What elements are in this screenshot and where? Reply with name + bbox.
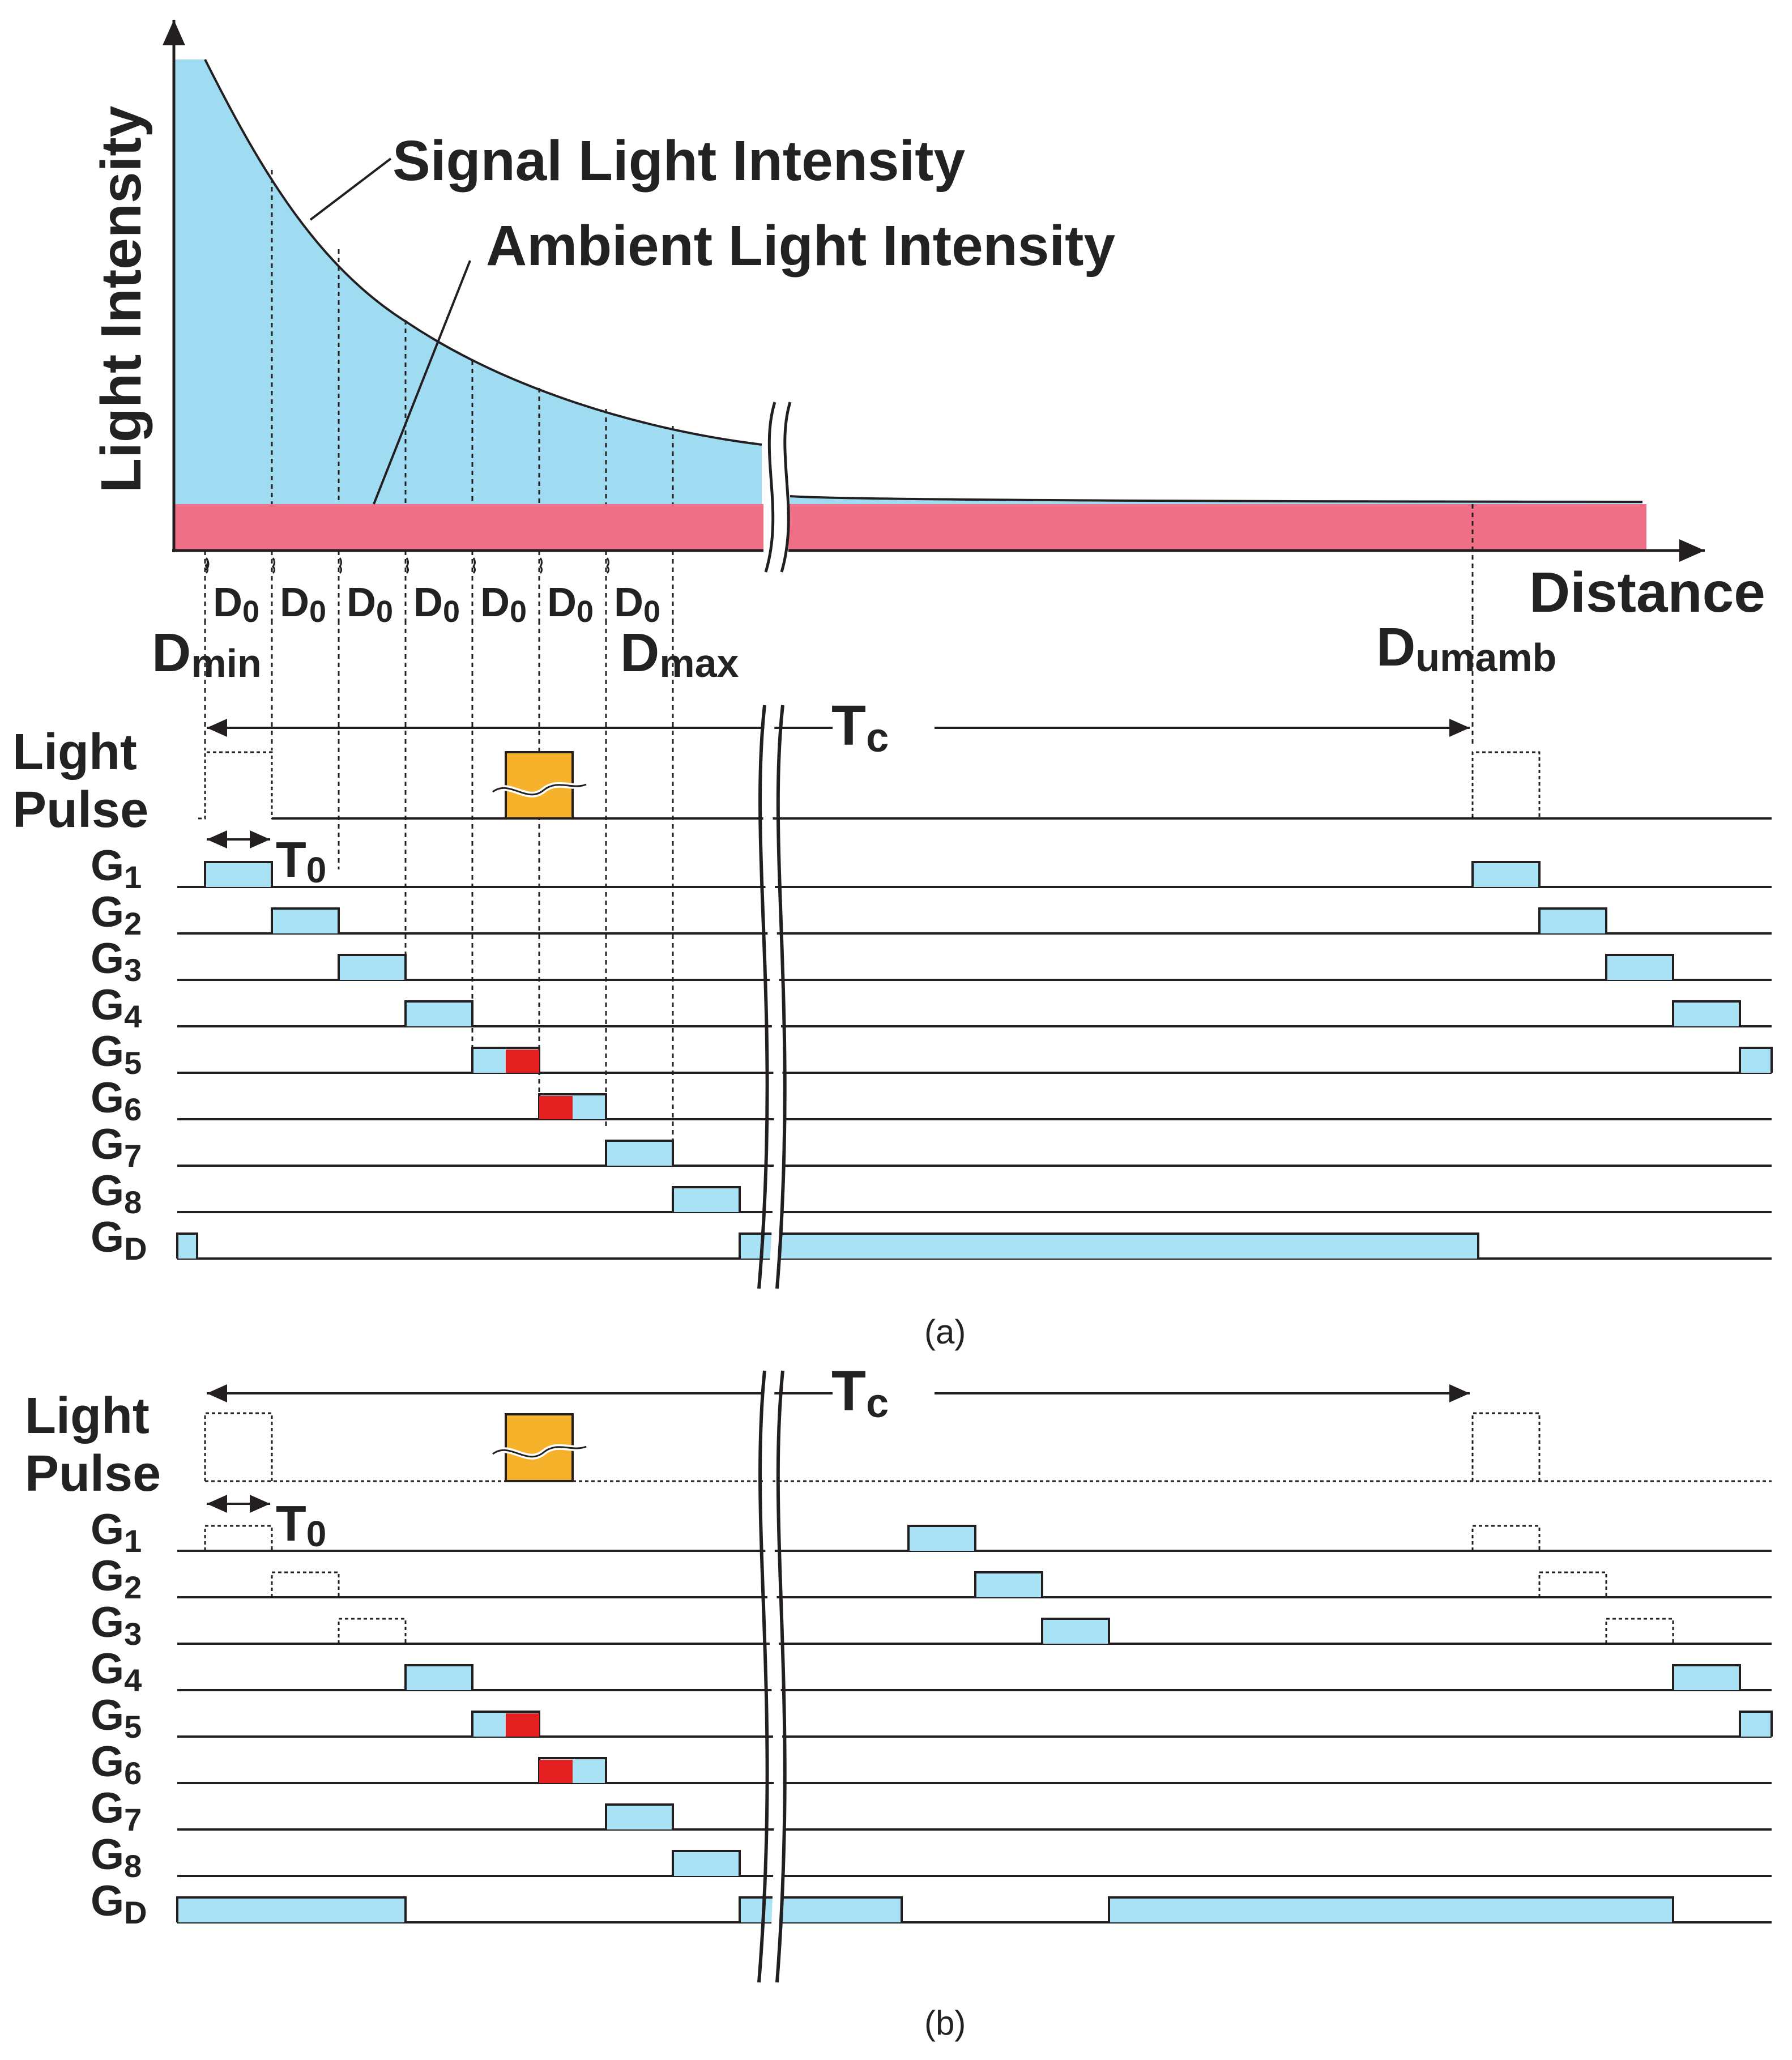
gate-dividers-a (204, 620, 1474, 1150)
signal-label: Signal Light Intensity (392, 129, 966, 193)
gate-pulse (1673, 1665, 1740, 1690)
gate-pulse (339, 955, 406, 980)
gate-pulse (177, 1234, 197, 1259)
d0-label: D0 (614, 580, 660, 629)
signal-hit (539, 1096, 573, 1119)
d0-label: D0 (547, 580, 594, 629)
gate-pulse-disabled (1471, 1525, 1541, 1551)
d0-label: D0 (480, 580, 527, 629)
time-break-b (757, 1370, 769, 1983)
gate-pulse (975, 1572, 1042, 1597)
d0-label: D0 (413, 580, 460, 629)
gate-label-2: G2 (91, 888, 142, 941)
gate-pulse (177, 1897, 406, 1922)
gate-label-5: G5 (91, 1691, 142, 1745)
x-axis-label: Distance (1529, 561, 1765, 624)
axis-break-mark (764, 402, 776, 573)
gate-pulse-disabled (1605, 1618, 1674, 1644)
light-pulse-trace-b (204, 1412, 1541, 1481)
gate-pulse (272, 909, 339, 933)
t0-label-b: T0 (276, 1495, 326, 1554)
gate-label-7: G7 (91, 1120, 142, 1174)
gate-label-5: G5 (91, 1027, 142, 1081)
gate-label-1: G1 (91, 842, 142, 895)
gate-label-3: G3 (91, 1598, 142, 1652)
light-pulse-label-a: Light (12, 724, 137, 781)
ambient-band (174, 504, 1646, 551)
gate-pulse-disabled (271, 1571, 340, 1597)
d0-label: D0 (347, 580, 393, 629)
caption-a: (a) (924, 1313, 966, 1351)
dmin-label: Dmin (152, 622, 262, 685)
gate-pulse (1473, 862, 1539, 887)
gate-pulse (406, 1665, 472, 1690)
gate-label-d: GD (91, 1877, 147, 1930)
signal-curve (204, 59, 762, 446)
caption-b: (b) (924, 2004, 966, 2042)
ambient-label: Ambient Light Intensity (486, 214, 1115, 278)
gate-pulse (673, 1187, 740, 1212)
gate-pulse (740, 1234, 1478, 1259)
signal-hit (506, 1713, 539, 1737)
t0-label-a: T0 (276, 831, 326, 890)
gate-pulse-disabled (1538, 1571, 1607, 1597)
light-pulse-label-b: Light (25, 1388, 150, 1444)
gate-label-4: G4 (91, 1645, 142, 1698)
gate-pulse (606, 1805, 673, 1829)
gate-pulse (908, 1526, 975, 1551)
gate-label-1: G1 (91, 1505, 142, 1559)
gate-pulse (1109, 1897, 1673, 1922)
d0-label: D0 (280, 580, 326, 629)
gate-pulse (673, 1851, 740, 1876)
tc-label-b: Tc (831, 1359, 889, 1426)
gate-label-4: G4 (91, 981, 142, 1034)
gate-label-8: G8 (91, 1167, 142, 1220)
gate-label-d: GD (91, 1213, 147, 1266)
gate-pulse (1539, 909, 1606, 933)
gate-pulse (740, 1897, 902, 1922)
gate-pulse (1740, 1048, 1772, 1073)
distance-dividers (204, 170, 1474, 620)
gate-label-6: G6 (91, 1074, 142, 1127)
gate-pulse (205, 862, 272, 887)
gate-pulse (1042, 1619, 1109, 1644)
gate-pulse-disabled (338, 1618, 407, 1644)
signal-area (174, 59, 762, 504)
signal-hit (506, 1050, 539, 1073)
d0-labels: D0 D0 D0 D0 D0 D0 D0 (213, 580, 660, 629)
signal-leader (309, 157, 392, 221)
gate-label-6: G6 (91, 1738, 142, 1791)
intensity-chart: Light Intensity Distance Signal Light In… (89, 20, 1765, 685)
svg-text:Pulse: Pulse (25, 1445, 161, 1502)
gate-label-8: G8 (91, 1831, 142, 1884)
gate-pulse (606, 1141, 673, 1166)
ambient-leader (373, 260, 471, 505)
gate-pulse (1606, 955, 1673, 980)
gate-pulse (1740, 1712, 1772, 1737)
gate-pulse (406, 1001, 472, 1026)
dmax-label: Dmax (620, 622, 739, 685)
svg-text:Pulse: Pulse (12, 782, 148, 838)
gate-label-3: G3 (91, 935, 142, 988)
signal-curve-tail (790, 495, 1643, 503)
gate-pulse (1673, 1001, 1740, 1026)
signal-hit (539, 1760, 573, 1783)
gate-label-7: G7 (91, 1784, 142, 1837)
d0-braces (205, 557, 609, 574)
gate-label-2: G2 (91, 1552, 142, 1605)
y-axis-label: Light Intensity (89, 105, 153, 493)
dumamb-label: Dumamb (1376, 617, 1556, 680)
tc-label-a: Tc (831, 694, 889, 761)
time-break-a (757, 705, 769, 1289)
gate-pulse-disabled (204, 1525, 273, 1551)
d0-label: D0 (213, 580, 259, 629)
light-pulse-trace-a (198, 751, 1772, 820)
